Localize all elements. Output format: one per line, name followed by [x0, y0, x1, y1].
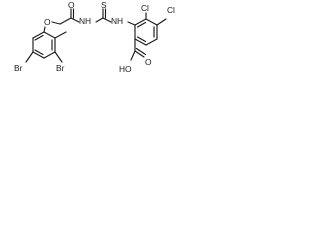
chemical-structure-diagram: Br Br O O NH S NH Cl Cl HO O [14, 0, 175, 74]
ch2-carbonyl-bond [59, 17, 72, 25]
ring-a-double-bond [34, 49, 44, 56]
ring-chloro-right-bond [156, 18, 167, 26]
ring-a-bond [43, 31, 56, 39]
ether-ch2-bond [51, 21, 61, 25]
carboxyl-hydroxyl-label: HO [119, 64, 132, 74]
carboxyl-oh-bond [130, 50, 136, 61]
amide-oxygen-label: O [68, 0, 75, 10]
ortho-bromo-bond [54, 51, 63, 63]
ether-oxygen-label: O [44, 17, 51, 27]
ring-a-bond [32, 31, 45, 39]
thio-nh-label: NH [111, 16, 123, 26]
bromine-label: Br [14, 63, 23, 73]
amide-nh-label: NH [79, 16, 91, 26]
para-bromo-bond [25, 51, 34, 63]
ring-b-bond [134, 18, 147, 26]
ring-b-bond [145, 18, 158, 26]
carboxyl-co-bond [134, 50, 145, 58]
ring-a-bond [43, 51, 56, 59]
carboxyl-oxygen-label: O [145, 57, 152, 67]
ring-b-double-bond [136, 21, 147, 28]
carbonyl-nh-bond [70, 17, 80, 23]
ring-b-bond [145, 38, 158, 46]
carboxyl-co-double-bond [135, 47, 147, 56]
thiocarbonyl-nh-bond [102, 17, 112, 23]
bromine-label: Br [56, 63, 65, 73]
nh-thiocarbonyl-bond [95, 17, 104, 23]
ring-b-bond [134, 38, 147, 46]
thio-sulfur-label: S [101, 0, 107, 10]
chlorine-label: Cl [167, 5, 175, 15]
ring-a-double-bond [34, 34, 44, 41]
ring-a-bond [32, 51, 45, 59]
dichlorobenzoic-acid-ring [134, 18, 158, 46]
ring-b-double-bond [136, 36, 147, 43]
dibromo-methylphenyl-ring [32, 31, 56, 59]
methyl-bond [54, 31, 67, 39]
nh-aryl-bond [127, 21, 136, 26]
aryl-ether-bond [43, 26, 46, 33]
chlorine-label: Cl [141, 3, 149, 13]
